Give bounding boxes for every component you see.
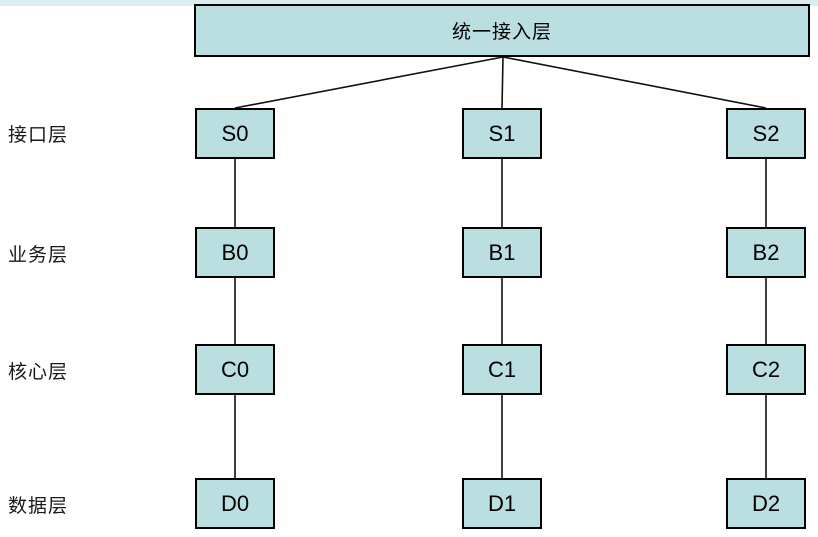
node-d2[interactable]: D2 — [726, 478, 806, 529]
node-label: C0 — [220, 356, 250, 382]
node-label: D2 — [751, 490, 781, 516]
node-c0[interactable]: C0 — [195, 344, 275, 395]
node-label: D1 — [487, 490, 517, 516]
node-unified-access-layer[interactable]: 统一接入层 — [194, 4, 810, 57]
node-label: S0 — [221, 120, 249, 146]
node-label: B1 — [488, 239, 516, 265]
node-s2[interactable]: S2 — [726, 108, 806, 159]
node-b0[interactable]: B0 — [195, 227, 275, 278]
node-label: B0 — [221, 239, 249, 265]
node-label: C2 — [751, 356, 781, 382]
row-label-data: 数据层 — [8, 496, 69, 517]
node-label: C1 — [487, 356, 517, 382]
node-c2[interactable]: C2 — [726, 344, 806, 395]
edge-header-to-s1 — [501, 56, 504, 109]
node-c1[interactable]: C1 — [462, 344, 542, 395]
node-d0[interactable]: D0 — [195, 478, 275, 529]
node-b2[interactable]: B2 — [726, 227, 806, 278]
node-label: D0 — [220, 490, 250, 516]
edge-header-to-s0 — [234, 56, 504, 109]
node-label: B2 — [752, 239, 780, 265]
top-decorative-band — [0, 0, 818, 6]
node-label: 统一接入层 — [451, 22, 552, 43]
node-s0[interactable]: S0 — [195, 108, 275, 159]
node-d1[interactable]: D1 — [462, 478, 542, 529]
node-label: S2 — [752, 120, 780, 146]
row-label-core: 核心层 — [8, 362, 69, 383]
node-label: S1 — [488, 120, 516, 146]
row-label-business: 业务层 — [8, 245, 69, 266]
node-b1[interactable]: B1 — [462, 227, 542, 278]
row-label-interface: 接口层 — [8, 125, 69, 146]
edge-header-to-s2 — [502, 56, 767, 109]
node-s1[interactable]: S1 — [462, 108, 542, 159]
